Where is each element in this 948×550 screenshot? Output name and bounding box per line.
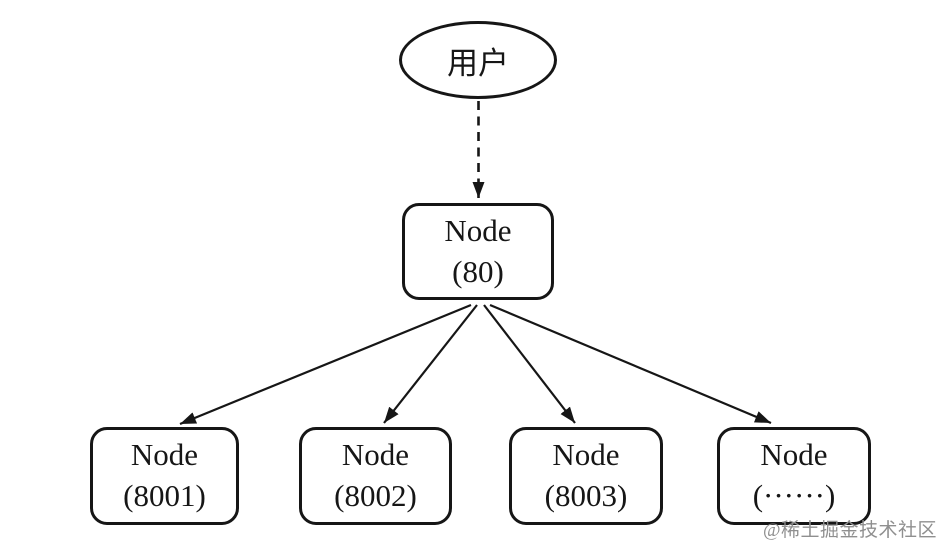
node-user: 用户 (399, 21, 557, 99)
watermark: @稀土掘金技术社区 (763, 520, 937, 541)
edge-node80-to-node8003 (483, 304, 576, 424)
node-worker-port: (······) (752, 478, 836, 513)
node-worker-name: Node (552, 437, 620, 473)
node-worker-8001: Node (8001) (90, 427, 239, 525)
edge-node80-to-node8002 (383, 304, 478, 424)
node-worker-etc: Node (······) (717, 427, 871, 525)
edge-node80-to-node-etc (489, 303, 772, 425)
node-worker-port: (8002) (334, 478, 417, 513)
node-worker-name: Node (130, 437, 199, 473)
node-gateway-80: Node (80) (402, 203, 554, 300)
node-worker-8002: Node (8002) (299, 427, 452, 525)
node-worker-port: (8003) (544, 478, 628, 513)
node-worker-8003: Node (8003) (509, 427, 663, 525)
node-worker-name: Node (760, 437, 828, 473)
node-worker-name: Node (341, 437, 410, 473)
node-user-label: 用户 (447, 45, 509, 81)
node-gateway-port: (80) (452, 253, 504, 289)
edge-node80-to-node8001 (179, 303, 472, 426)
node-worker-port: (8001) (123, 478, 206, 513)
node-gateway-name: Node (444, 212, 512, 248)
